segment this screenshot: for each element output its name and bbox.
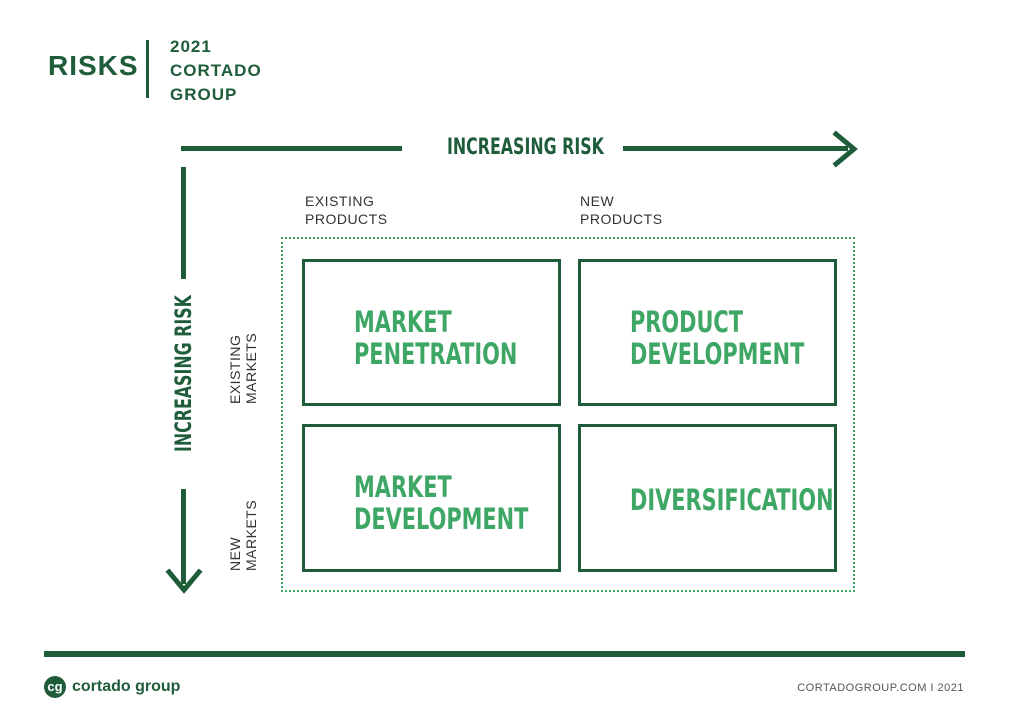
logo-wordmark: cortado group bbox=[72, 678, 181, 695]
quadrant-title: MARKET DEVELOPMENT bbox=[354, 471, 528, 535]
column-label-existing-products: EXISTING PRODUCTS bbox=[305, 192, 388, 228]
footer-rule bbox=[44, 651, 965, 657]
quadrant-title: DIVERSIFICATION bbox=[630, 484, 834, 516]
quadrant-title-line: PENETRATION bbox=[354, 337, 518, 371]
vertical-axis-label: INCREASING RISK bbox=[172, 295, 197, 452]
column-label-line: NEW bbox=[580, 193, 615, 209]
horizontal-axis-line-left bbox=[181, 146, 402, 151]
quadrant-title-line: PRODUCT bbox=[630, 305, 743, 339]
quadrant-market-development: MARKET DEVELOPMENT bbox=[302, 424, 561, 572]
subtitle-line-group: GROUP bbox=[170, 85, 238, 104]
quadrant-title-line: MARKET bbox=[354, 305, 452, 339]
quadrant-diversification: DIVERSIFICATION bbox=[578, 424, 837, 572]
quadrant-title: MARKET PENETRATION bbox=[354, 306, 517, 370]
page-subtitle: 2021 CORTADO GROUP bbox=[170, 35, 262, 107]
footer-website: CORTADOGROUP.COM I 2021 bbox=[797, 682, 964, 694]
vertical-axis-line-bottom bbox=[181, 489, 186, 584]
column-label-new-products: NEW PRODUCTS bbox=[580, 192, 663, 228]
row-label-line: EXISTING bbox=[227, 334, 243, 404]
vertical-axis-line-top bbox=[181, 167, 186, 279]
quadrant-title-line: MARKET bbox=[354, 470, 452, 504]
horizontal-axis-line-right bbox=[623, 146, 848, 151]
row-label-line: NEW bbox=[227, 536, 243, 571]
row-label-line: MARKETS bbox=[243, 499, 259, 571]
quadrant-title-line: DEVELOPMENT bbox=[630, 337, 805, 371]
cortado-logo-icon: cg bbox=[44, 676, 66, 698]
down-arrowhead-icon bbox=[165, 568, 203, 594]
horizontal-axis-label: INCREASING RISK bbox=[447, 135, 604, 160]
column-label-line: PRODUCTS bbox=[580, 211, 663, 227]
page-title: RISKS bbox=[48, 50, 139, 81]
quadrant-product-development: PRODUCT DEVELOPMENT bbox=[578, 259, 837, 406]
subtitle-line-year: 2021 bbox=[170, 37, 212, 56]
quadrant-title-line: DEVELOPMENT bbox=[354, 502, 529, 536]
row-label-new-markets: NEW MARKETS bbox=[227, 500, 259, 571]
subtitle-line-company: CORTADO bbox=[170, 61, 262, 80]
row-label-existing-markets: EXISTING MARKETS bbox=[227, 333, 259, 404]
column-label-line: EXISTING bbox=[305, 193, 375, 209]
right-arrowhead-icon bbox=[832, 130, 858, 168]
title-divider bbox=[146, 40, 149, 98]
matrix-frame bbox=[281, 237, 855, 592]
quadrant-title: PRODUCT DEVELOPMENT bbox=[630, 306, 804, 370]
column-label-line: PRODUCTS bbox=[305, 211, 388, 227]
quadrant-title-line: DIVERSIFICATION bbox=[630, 483, 834, 517]
row-label-line: MARKETS bbox=[243, 332, 259, 404]
quadrant-market-penetration: MARKET PENETRATION bbox=[302, 259, 561, 406]
